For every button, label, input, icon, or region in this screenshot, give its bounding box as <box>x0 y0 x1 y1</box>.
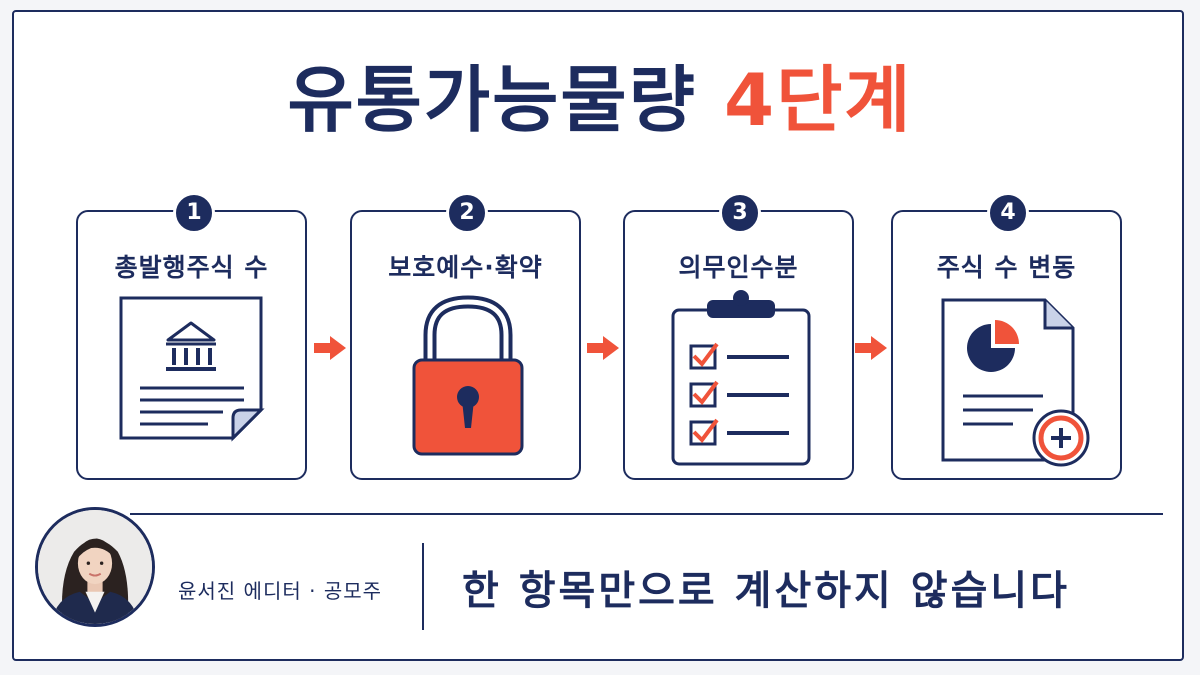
arrow-right-icon <box>314 336 346 360</box>
page-title: 유통가능물량 4단계 <box>0 50 1200 150</box>
step-label-1: 총발행주식 수 <box>114 253 269 282</box>
step-card-4: 주식 수 변동 <box>891 210 1122 480</box>
footer-tagline: 한 항목만으로 계산하지 않습니다 <box>462 568 1070 614</box>
author-portrait <box>38 510 152 624</box>
pie-chart-document-plus-icon <box>941 298 1090 467</box>
arrow-right-icon <box>855 336 887 360</box>
step-label-3: 의무인수분 <box>678 253 799 282</box>
padlock-icon <box>412 295 524 456</box>
step-badge-2: 2 <box>446 192 488 234</box>
step-label-2: 보호예수·확약 <box>388 253 543 282</box>
step-badge-1: 1 <box>173 192 215 234</box>
step-label-4: 주식 수 변동 <box>936 253 1077 282</box>
step-card-3: 의무인수분 <box>623 210 854 480</box>
title-main: 유통가능물량 <box>287 58 697 142</box>
title-accent: 4단계 <box>723 58 913 142</box>
step-badge-3: 3 <box>719 192 761 234</box>
step-card-1: 총발행주식 수 <box>76 210 307 480</box>
arrow-right-icon <box>587 336 619 360</box>
step-card-2: 보호예수·확약 <box>350 210 581 480</box>
footer-divider <box>130 513 1163 515</box>
step-badge-4: 4 <box>987 192 1029 234</box>
author-byline: 윤서진 에디터 · 공모주 <box>178 579 383 603</box>
bank-document-icon <box>119 296 265 442</box>
footer-vertical-divider <box>422 543 424 630</box>
checklist-clipboard-icon <box>671 290 811 466</box>
avatar <box>35 507 155 627</box>
